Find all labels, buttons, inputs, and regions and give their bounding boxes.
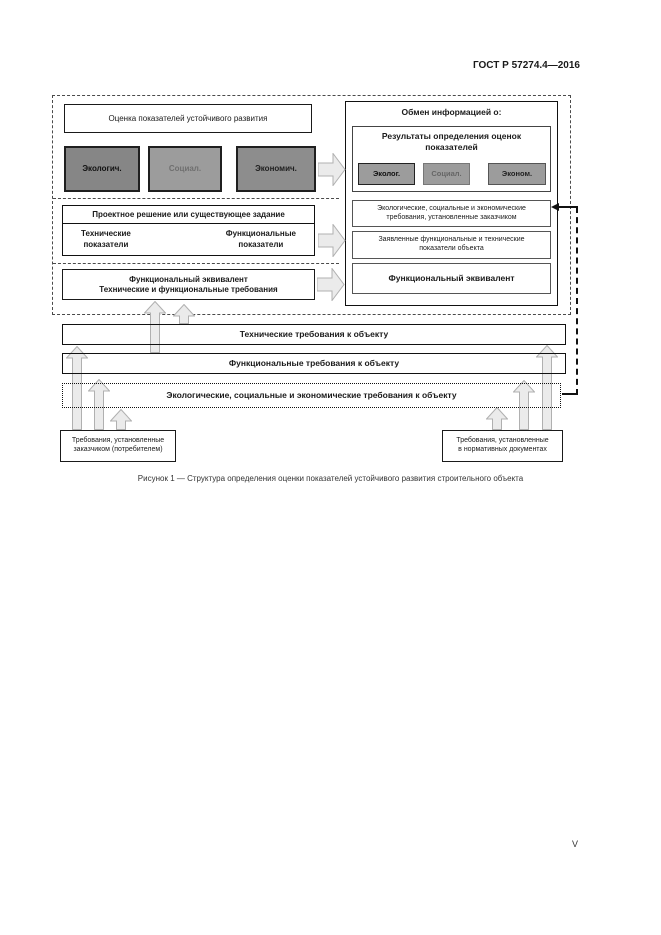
functional-indicators-label: Функциональные показатели [225, 229, 296, 249]
figure-caption: Рисунок 1 — Структура определения оценки… [137, 474, 524, 483]
design-decision-title: Проектное решение или существующее задан… [63, 206, 314, 224]
up-arrow-icon [513, 380, 535, 430]
connector-top-line [558, 206, 578, 208]
result-category-economic: Эконом. [488, 163, 546, 185]
page-number: V [571, 839, 578, 849]
bar-eco-social-economic-requirements: Экологические, социальные и экономически… [62, 383, 561, 408]
design-decision-body: Технические показатели Функциональные по… [63, 224, 314, 255]
exchange-item-functional-equivalent: Функциональный эквивалент [352, 263, 551, 294]
right-arrow-icon [318, 224, 346, 257]
functional-equivalent-box: Функциональный эквивалент Технические и … [62, 269, 315, 300]
up-arrow-icon [66, 346, 88, 430]
connector-bottom-line [562, 393, 578, 395]
exchange-item-customer-requirements: Экологические, социальные и экономически… [352, 200, 551, 227]
technical-indicators-label: Технические показатели [81, 229, 131, 249]
normative-requirements-box: Требования, установленные в нормативных … [442, 430, 563, 462]
connector-arrowhead-icon [551, 203, 559, 211]
up-arrow-icon [173, 304, 195, 324]
category-box-social: Социал. [148, 146, 222, 192]
exchange-panel-title: Обмен информацией о: [401, 107, 502, 117]
bar-technical-requirements: Технические требования к объекту [62, 324, 566, 345]
right-arrow-icon [318, 153, 346, 186]
dashed-boundary-container [52, 95, 571, 315]
bar-functional-requirements: Функциональные требования к объекту [62, 353, 566, 374]
connector-vertical-line [576, 207, 578, 395]
result-category-ecological: Эколог. [358, 163, 415, 185]
right-arrow-icon [317, 268, 345, 301]
up-arrow-icon [486, 407, 508, 430]
results-title: Результаты определения оценок показателе… [381, 131, 522, 152]
assessment-title-box: Оценка показателей устойчивого развития [64, 104, 312, 133]
result-category-social: Социал. [423, 163, 470, 185]
doc-code-header: ГОСТ Р 57274.4—2016 [472, 60, 580, 71]
exchange-item-declared-indicators: Заявленные функциональные и технические … [352, 231, 551, 259]
dashed-divider-2 [53, 263, 339, 264]
dashed-divider-1 [53, 198, 339, 199]
up-arrow-icon [536, 345, 558, 430]
up-arrow-icon [144, 301, 166, 353]
up-arrow-icon [88, 379, 110, 430]
design-decision-box: Проектное решение или существующее задан… [62, 205, 315, 256]
up-arrow-icon [110, 409, 132, 430]
customer-requirements-box: Требования, установленные заказчиком (по… [60, 430, 176, 462]
category-box-ecological: Экологич. [64, 146, 140, 192]
category-box-economic: Экономич. [236, 146, 316, 192]
